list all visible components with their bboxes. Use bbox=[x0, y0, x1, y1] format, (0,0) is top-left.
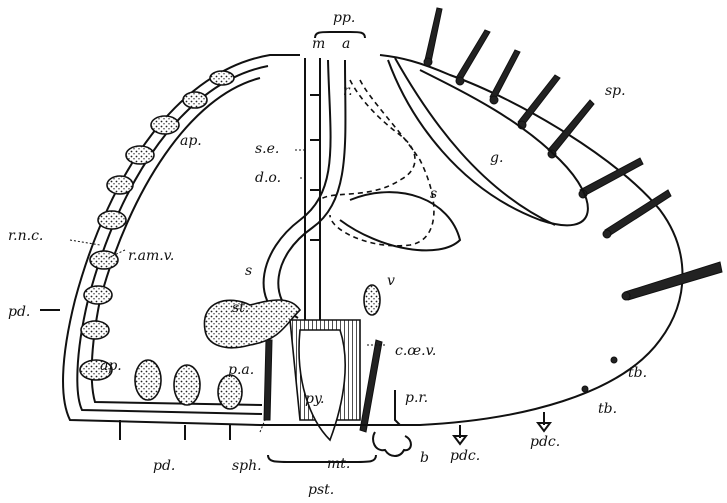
label-py: py. bbox=[305, 391, 324, 407]
label-ap-lower: ap. bbox=[100, 358, 122, 374]
label-rnc: r.n.c. bbox=[8, 228, 43, 244]
label-s-lower: s bbox=[245, 263, 252, 279]
label-pst: pst. bbox=[308, 482, 334, 498]
label-b: b bbox=[420, 450, 429, 466]
label-se: s.e. bbox=[255, 141, 279, 157]
label-r: r. bbox=[343, 83, 353, 99]
label-pdc-left: pdc. bbox=[450, 448, 480, 464]
label-sp: sp. bbox=[605, 83, 626, 99]
label-pdc-right: pdc. bbox=[530, 434, 560, 450]
label-cov: c.œ.v. bbox=[395, 343, 436, 359]
label-a: a bbox=[342, 36, 350, 52]
spines bbox=[425, 8, 722, 300]
label-sph: sph. bbox=[232, 458, 262, 474]
label-tb-upper: tb. bbox=[628, 365, 647, 381]
label-pa: p.a. bbox=[228, 362, 254, 378]
label-pd-bottom: pd. bbox=[153, 458, 175, 474]
label-pp: pp. bbox=[333, 10, 355, 26]
label-pr: p.r. bbox=[405, 390, 428, 406]
label-pd-left: pd. bbox=[8, 304, 30, 320]
label-v: v bbox=[387, 273, 395, 289]
label-ramv: r.am.v. bbox=[128, 248, 174, 264]
label-mt: mt. bbox=[327, 456, 350, 472]
label-tb-lower: tb. bbox=[598, 401, 617, 417]
label-st: st. bbox=[232, 300, 249, 316]
label-ap-upper: ap. bbox=[180, 133, 202, 149]
label-do: d.o. bbox=[255, 170, 281, 186]
label-m: m bbox=[312, 36, 325, 52]
label-s-upper: s bbox=[430, 186, 437, 202]
stomach bbox=[204, 300, 300, 348]
label-g: g. bbox=[490, 150, 503, 166]
